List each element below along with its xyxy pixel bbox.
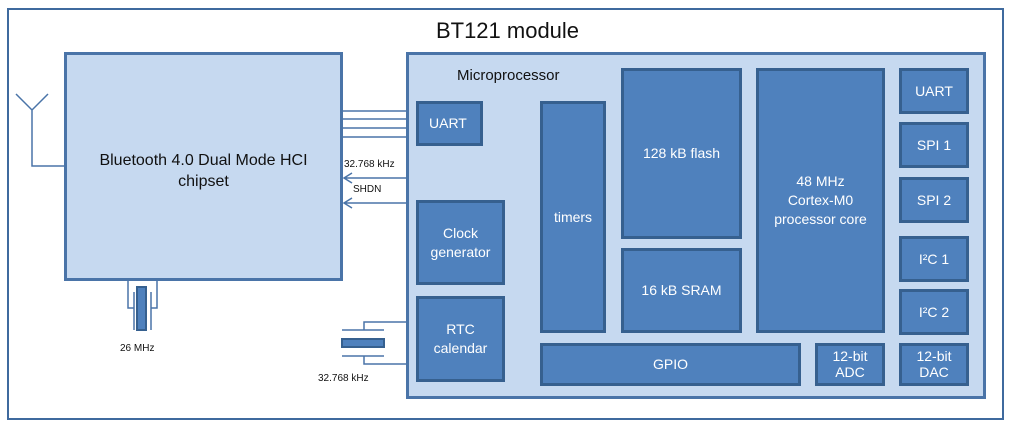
clock-generator-block: Clock generator (416, 200, 505, 285)
i2c1-block: I²C 1 (899, 236, 969, 282)
timers-block: timers (540, 101, 606, 333)
gpio-block: GPIO (540, 343, 801, 386)
module-frame (7, 8, 1004, 420)
antenna-icon (15, 93, 65, 167)
dac-block: 12-bit DAC (899, 343, 969, 386)
rtc-calendar-block: RTC calendar (416, 296, 505, 382)
flash-block: 128 kB flash (621, 68, 742, 239)
i2c2-block: I²C 2 (899, 289, 969, 335)
rtc-crystal-label: 32.768 kHz (318, 373, 369, 384)
bluetooth-chipset-label: Bluetooth 4.0 Dual Mode HCI chipset (99, 152, 308, 190)
bluetooth-chipset: Bluetooth 4.0 Dual Mode HCI chipset (64, 52, 343, 281)
spi1-block: SPI 1 (899, 122, 969, 168)
uart-bus-lines (342, 110, 406, 138)
uart-internal-block: UART (416, 101, 483, 146)
microprocessor-label: Microprocessor (457, 67, 560, 84)
spi2-block: SPI 2 (899, 177, 969, 223)
shdn-signal-label: SHDN (353, 184, 382, 195)
crystal-26mhz-label: 26 MHz (120, 343, 155, 354)
uart-block: UART (899, 68, 969, 114)
crystal-rtc-icon (341, 338, 385, 348)
cortex-core-block: 48 MHz Cortex-M0 processor core (756, 68, 885, 333)
clock-arrow (342, 172, 406, 184)
diagram-title: BT121 module (435, 18, 580, 43)
sram-block: 16 kB SRAM (621, 248, 742, 333)
crystal-rtc-leads (342, 321, 406, 365)
clock-signal-label: 32.768 kHz (344, 159, 395, 170)
crystal-26mhz-icon (136, 286, 147, 331)
adc-block: 12-bit ADC (815, 343, 885, 386)
crystal-26mhz-leads (127, 280, 158, 330)
shdn-arrow (342, 197, 406, 209)
